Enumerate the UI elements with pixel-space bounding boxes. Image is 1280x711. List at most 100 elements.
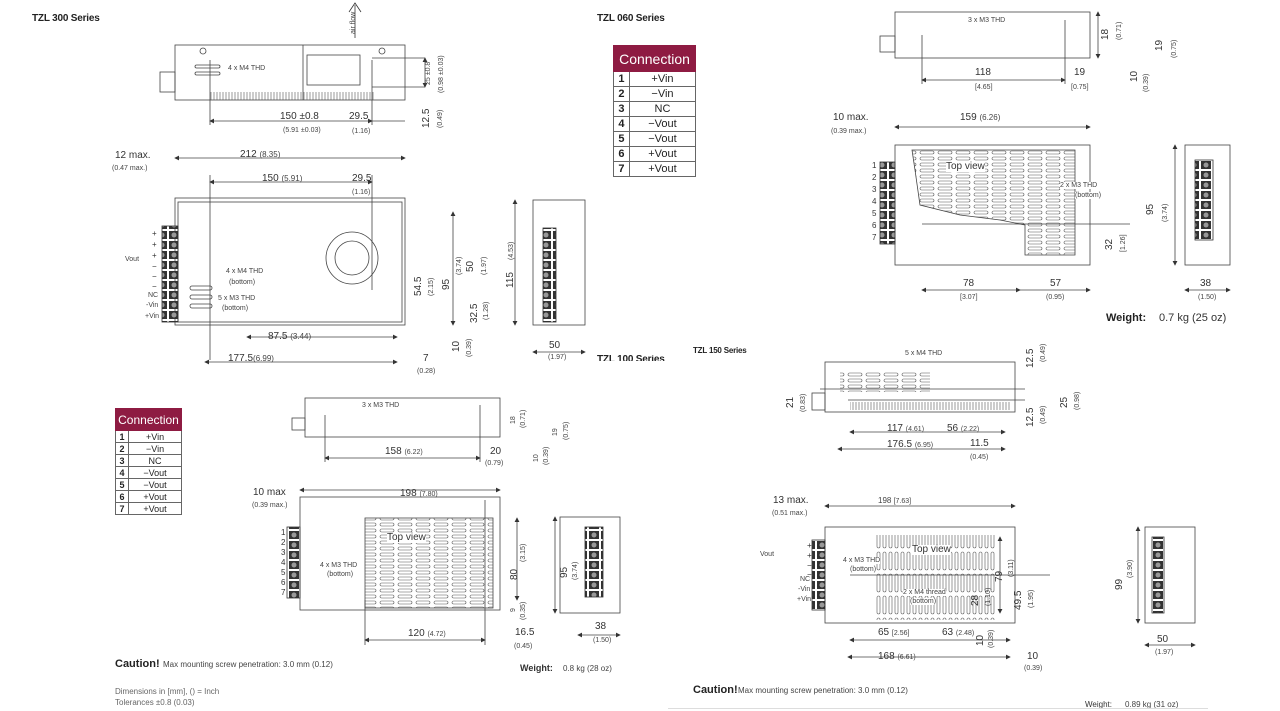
dim: 65 [2.56] [878,628,909,638]
pin-number: 6 [872,221,877,230]
table-row: 5−Vout [613,131,697,147]
dim-inch: [7.63] [893,498,912,505]
dim-inch: (6.95) [914,442,934,449]
dim: 79 [994,570,1005,582]
dim-inch: (0.49) [1040,343,1047,362]
dim: 19 [1154,39,1165,51]
weight-label: Weight: [1106,312,1147,324]
dim-mm: 65 [878,627,890,638]
pin-number: 3 [281,548,286,557]
thread-label: 4 x M3 THD [843,557,881,564]
dim: 54.5 [413,276,424,296]
pin-number: 6 [281,578,286,587]
pin-number: 2 [281,538,286,547]
caution-label: Caution! [693,684,738,696]
dim-mm: 117 [887,423,903,434]
dim-inch: [3.07] [960,294,978,301]
dim-inch: (4.61) [905,426,925,433]
pin-number: 1 [281,528,286,537]
tolerances-note: Tolerances ±0.8 (0.03) [115,698,195,707]
table-row: 2−Vin [613,86,697,102]
table-row: 1+Vin [613,71,697,87]
dim-inch: (0.39) [988,629,995,648]
dim-inch: (1.16) [352,189,371,196]
dim-inch: (0.51 max.) [772,510,808,517]
dim-inch: (0.35) [520,601,527,620]
pin-signal: −Vout [128,478,182,491]
thread-label: (bottom) [229,279,256,286]
dim-inch: [0.75] [1071,84,1089,91]
dim-inch: (0.49) [1040,405,1047,424]
dim-inch: (0.45) [970,454,989,461]
minus-vin-label: -Vin [146,302,159,309]
table-row: 1+Vin [114,430,182,443]
pin-number: 3 [613,101,630,117]
dim-inch: (0.75) [1171,39,1178,58]
thread-label: 5 x M4 THD [905,350,943,357]
dim-inch: (0.45) [514,643,533,650]
dim: 212 (8.35) [240,150,280,160]
dim: 16.5 [515,627,535,638]
dim-inch: (5.91 ±0.03) [283,127,321,134]
dim-inch: (2.15) [428,277,435,296]
dim: 118 [975,67,991,78]
dim: 56 (2.22) [947,424,979,434]
dim: 95 [441,278,452,290]
dim: 11.5 [970,438,989,449]
vout-label: Vout [760,551,775,558]
dim-inch: (0.28) [417,368,436,375]
dim-inch: (3.74) [456,256,463,275]
tzl150-title: TZL 150 Series [693,346,747,355]
dim: 12.5 [1025,348,1036,368]
pin-number: 1 [114,430,130,443]
dim: 150 ±0.8 [280,111,319,122]
pin-number: 7 [114,502,130,515]
weight-value: 0.8 kg (28 oz) [563,664,612,673]
dim: 150 (5.91) [262,174,302,184]
pin-signal: +Vout [128,490,182,503]
pin-signal: +Vin [128,430,182,443]
dim-inch: (3.90) [1127,559,1134,578]
pin-number: 1 [872,161,877,170]
pin-number: 2 [613,86,630,102]
dim-inch: (3.15) [520,543,527,562]
dim-inch: (7.80) [419,491,438,498]
tzl300-title: TZL 300 Series [32,13,100,24]
tzl060-title: TZL 060 Series [597,13,665,24]
dim-inch: (6.26) [979,113,1001,122]
dim-mm: 176.5 [887,439,913,450]
dim: 38 [1200,278,1212,289]
dim: 115 [505,272,516,288]
tzl100-drawings [286,397,621,645]
dim-inch: (1.95) [1028,589,1035,608]
pin-number: 5 [872,209,877,218]
dim: 198 [7.63] [878,496,912,506]
dim: 120 (4.72) [408,629,446,639]
dim: 99 [1114,578,1125,590]
polarity-mark: + [807,551,812,560]
dim: 9 [510,608,517,612]
dim: 95 [559,566,570,578]
pin-number: 3 [872,185,877,194]
dim: 57 [1050,278,1062,289]
dim: 168 (6.61) [878,652,916,662]
air-flow-label: air flow [350,11,357,34]
dim-inch: (1.16) [352,128,371,135]
top-view-label: Top view [387,532,426,543]
pin-number: 7 [613,161,630,177]
dim-mm: 198 [878,496,892,505]
dim-inch: (1.97) [1155,649,1174,656]
polarity-mark: + [152,240,157,249]
pin-signal: +Vin [628,71,697,87]
pin-signal: −Vin [628,86,697,102]
pin-number: 4 [114,466,130,479]
thread-label: (bottom) [327,571,354,578]
thread-label: (bottom) [910,598,937,605]
pin-signal: −Vout [628,131,697,147]
thread-label: 2 x M3 THD [1060,182,1098,189]
connection-header: Connection [613,45,696,72]
dim-inch: (0.39 max.) [831,128,867,135]
dim: 10 [533,454,540,462]
dim-mm: 198 [400,488,417,499]
pin-signal: −Vout [628,116,697,132]
